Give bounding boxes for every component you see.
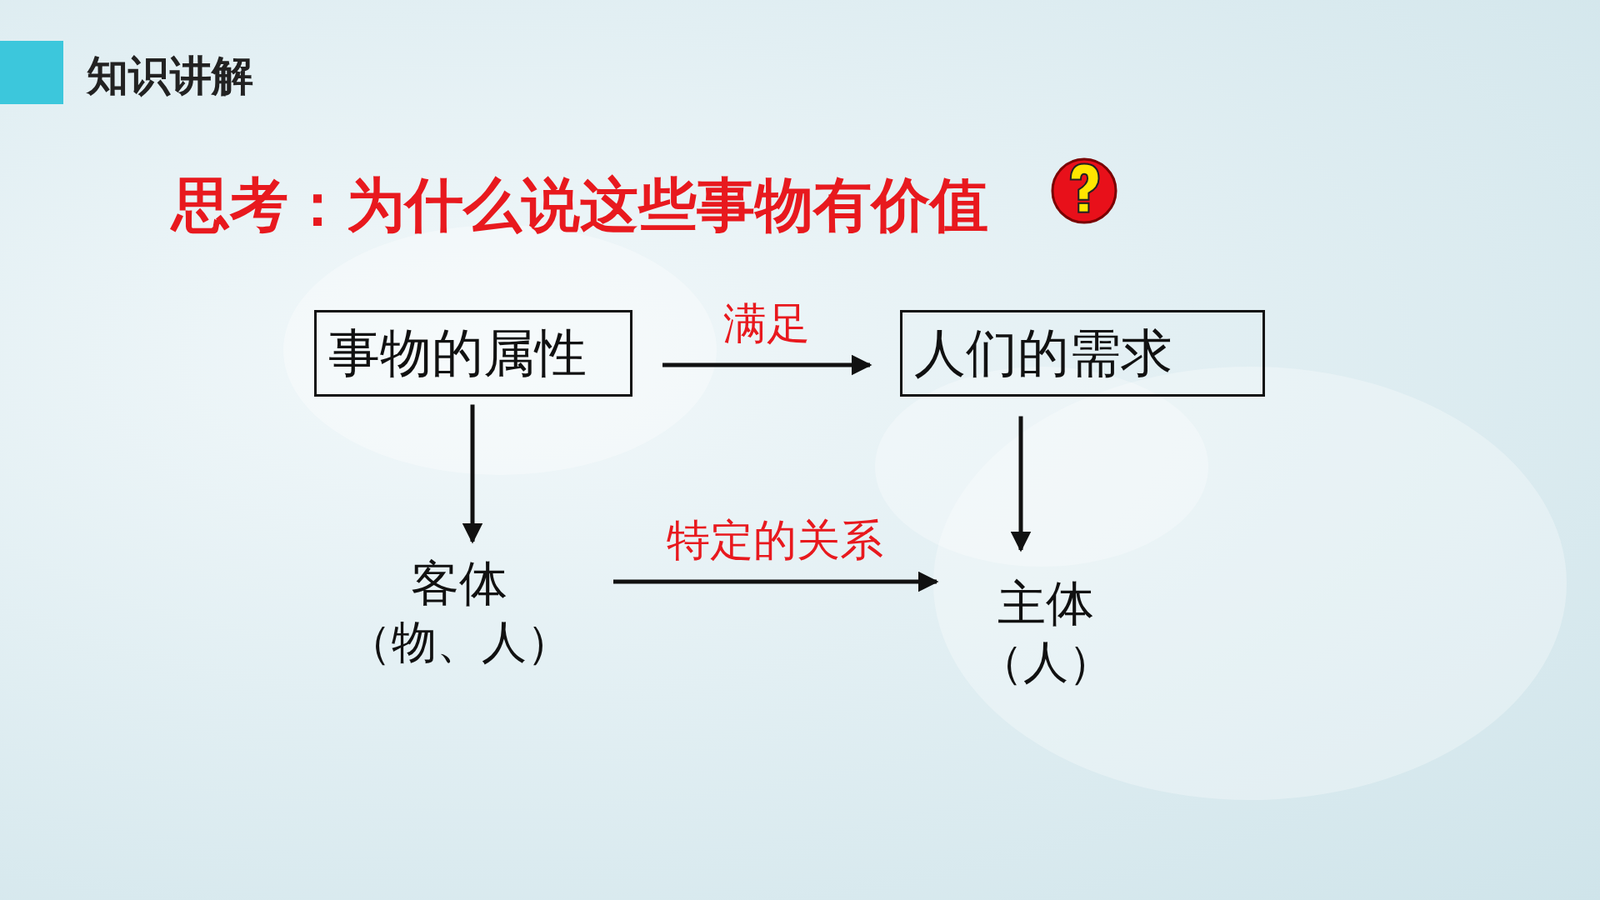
- subject-node: 主体（人）: [970, 570, 1122, 694]
- node-subtext: （物、人）: [346, 614, 572, 671]
- slide-title: 思考：为什么说这些事物有价值: [171, 166, 989, 245]
- node-subtext: （人）: [978, 634, 1114, 691]
- fog: [875, 366, 1209, 567]
- arrow-connector: [470, 405, 475, 543]
- node-text: 事物的属性: [328, 320, 619, 386]
- fog: [283, 225, 717, 475]
- arrow-connector: [613, 580, 937, 585]
- need-box: 人们的需求: [900, 310, 1265, 397]
- edge-label: 满足: [723, 295, 810, 354]
- object-node: 客体（物、人）: [338, 550, 580, 674]
- arrow-connector: [1019, 416, 1024, 551]
- arrow-connector: [662, 363, 870, 368]
- node-text: 客体: [346, 553, 572, 615]
- question-icon: [1052, 159, 1116, 223]
- attribute-box: 事物的属性: [314, 310, 633, 397]
- node-text: 主体: [978, 573, 1114, 635]
- section-header: 知识讲解: [86, 48, 254, 105]
- edge-label: 特定的关系: [666, 511, 884, 570]
- header-marker: [0, 40, 64, 105]
- node-text: 人们的需求: [914, 320, 1251, 386]
